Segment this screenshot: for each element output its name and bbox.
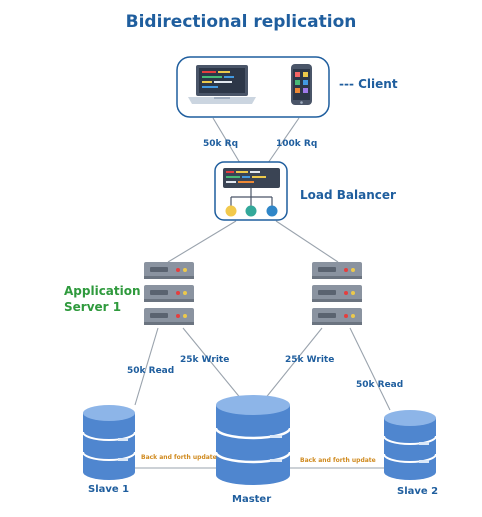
load-balancer-icon [214, 161, 288, 221]
client-label: --- Client [339, 77, 398, 91]
phone-icon [291, 64, 312, 105]
line-app1-master [182, 327, 243, 401]
slave1-label: Slave 1 [88, 484, 130, 495]
app-server-label-line1: Application [64, 284, 141, 298]
database-icon [383, 410, 437, 480]
laptop-icon [188, 65, 256, 104]
server-stack-icon [312, 262, 362, 325]
line-app2-slave2 [349, 327, 391, 411]
slave2-label: Slave 2 [397, 486, 439, 497]
client-box [176, 56, 330, 118]
sync-label-right: Back and forth update [300, 457, 376, 464]
diagram-title: Bidirectional replication [125, 12, 357, 32]
database-icon [82, 405, 136, 480]
sync-label-left: Back and forth update [141, 454, 217, 461]
line-lb-app1 [167, 220, 237, 263]
line-lb-app2 [275, 220, 339, 263]
master-label: Master [232, 494, 272, 505]
line-client-lb-left [212, 117, 241, 164]
edge-label-right-write: 25k Write [285, 355, 335, 365]
database-icon [214, 395, 292, 485]
edge-label-client-right: 100k Rq [276, 139, 318, 149]
line-client-lb-right [267, 117, 300, 164]
edge-label-right-read: 50k Read [356, 380, 404, 390]
edge-label-left-read: 50k Read [127, 366, 175, 376]
line-app2-master [263, 327, 323, 401]
edge-label-left-write: 25k Write [180, 355, 230, 365]
load-balancer-label: Load Balancer [300, 188, 396, 202]
edge-label-client-left: 50k Rq [203, 139, 239, 149]
line-app1-slave1 [134, 327, 159, 406]
server-stack-icon [144, 262, 194, 325]
app-server-label-line2: Server 1 [64, 300, 122, 314]
connector-lines [134, 117, 391, 469]
